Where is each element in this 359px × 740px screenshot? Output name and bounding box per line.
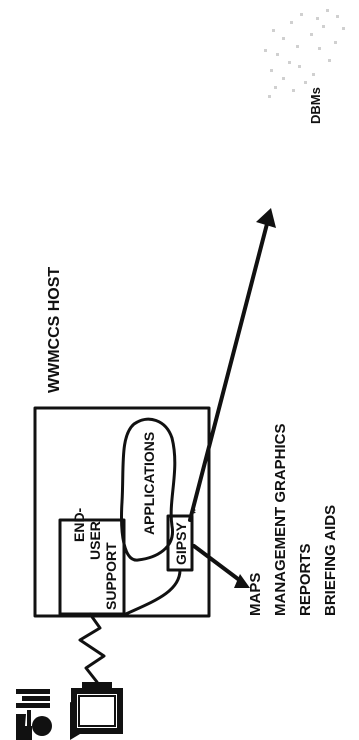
output-maps: MAPS: [247, 573, 264, 616]
output-reports: REPORTS: [297, 543, 314, 616]
end-user-support-box: [58, 518, 126, 616]
gipsy-to-dbms-arrow: [188, 218, 270, 522]
gipsy-footnote-mark: *: [187, 508, 203, 514]
dbms-arrowhead: [256, 208, 276, 228]
gipsy-label: GIPSY: [173, 522, 189, 565]
end-user-support-line-2: USER: [87, 521, 103, 560]
applications-label: APPLICATIONS: [141, 432, 157, 535]
dbms-stipple: [264, 9, 345, 98]
end-user-support-line-1: END-: [71, 507, 87, 542]
wwmccs-host-box: [33, 406, 211, 618]
support-to-gipsy-connector: [124, 568, 182, 616]
outputs-arrowhead: [234, 574, 250, 588]
end-user-support-line-3: SUPPORT: [103, 542, 119, 610]
rotated-diagram-group: WWMCCS HOST END- USER SUPPORT APPLICATIO…: [16, 9, 345, 740]
applications-shape: [120, 417, 177, 562]
terminal-icon: [70, 682, 123, 740]
zigzag-link-icon: [78, 612, 106, 684]
output-briefing-aids: BRIEFING AIDS: [322, 505, 339, 616]
host-title: WWMCCS HOST: [46, 267, 63, 393]
gipsy-to-outputs-arrow: [192, 544, 244, 584]
output-management-graphics: MANAGEMENT GRAPHICS: [272, 423, 289, 616]
dbms-label: DBMs: [308, 87, 323, 124]
person-icon: [16, 689, 52, 740]
